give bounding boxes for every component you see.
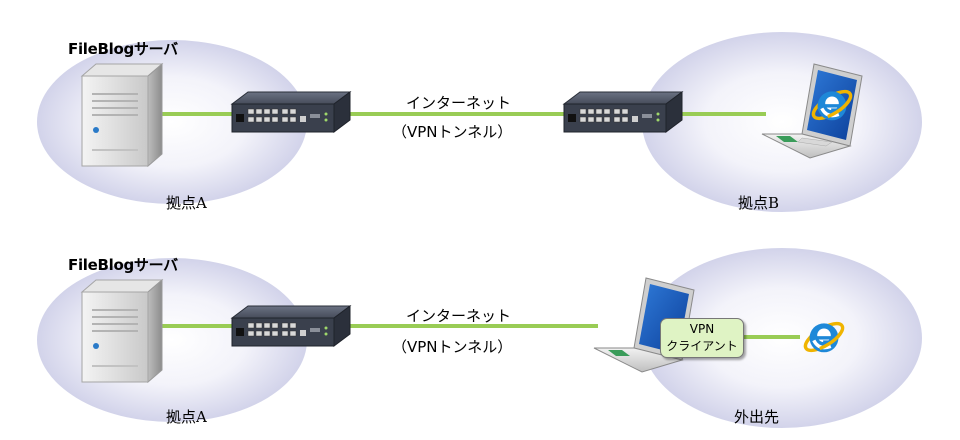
diagram-site-to-site bbox=[37, 32, 922, 212]
server-label: FileBlogサーバ bbox=[68, 40, 178, 58]
server-icon bbox=[81, 279, 163, 383]
vpn-tunnel-label: （VPNトンネル） bbox=[392, 123, 513, 141]
vpn-client-box: VPN クライアント bbox=[660, 318, 744, 358]
site-b-label: 拠点B bbox=[738, 194, 780, 212]
router-icon bbox=[231, 305, 351, 347]
site-a-label: 拠点A bbox=[166, 194, 207, 212]
remote-site-label: 外出先 bbox=[734, 408, 780, 426]
cloud-site-b bbox=[642, 32, 922, 212]
server-label: FileBlogサーバ bbox=[68, 256, 178, 274]
vpn-tunnel-label: （VPNトンネル） bbox=[392, 338, 513, 356]
router-icon bbox=[563, 91, 683, 133]
vpn-client-line1: VPN bbox=[689, 322, 715, 336]
internet-label: インターネット bbox=[406, 307, 512, 325]
site-a-label: 拠点A bbox=[166, 408, 207, 426]
router-icon bbox=[231, 91, 351, 133]
internet-label: インターネット bbox=[406, 94, 512, 112]
vpn-client-line2: クライアント bbox=[666, 339, 738, 353]
server-icon bbox=[81, 63, 163, 167]
